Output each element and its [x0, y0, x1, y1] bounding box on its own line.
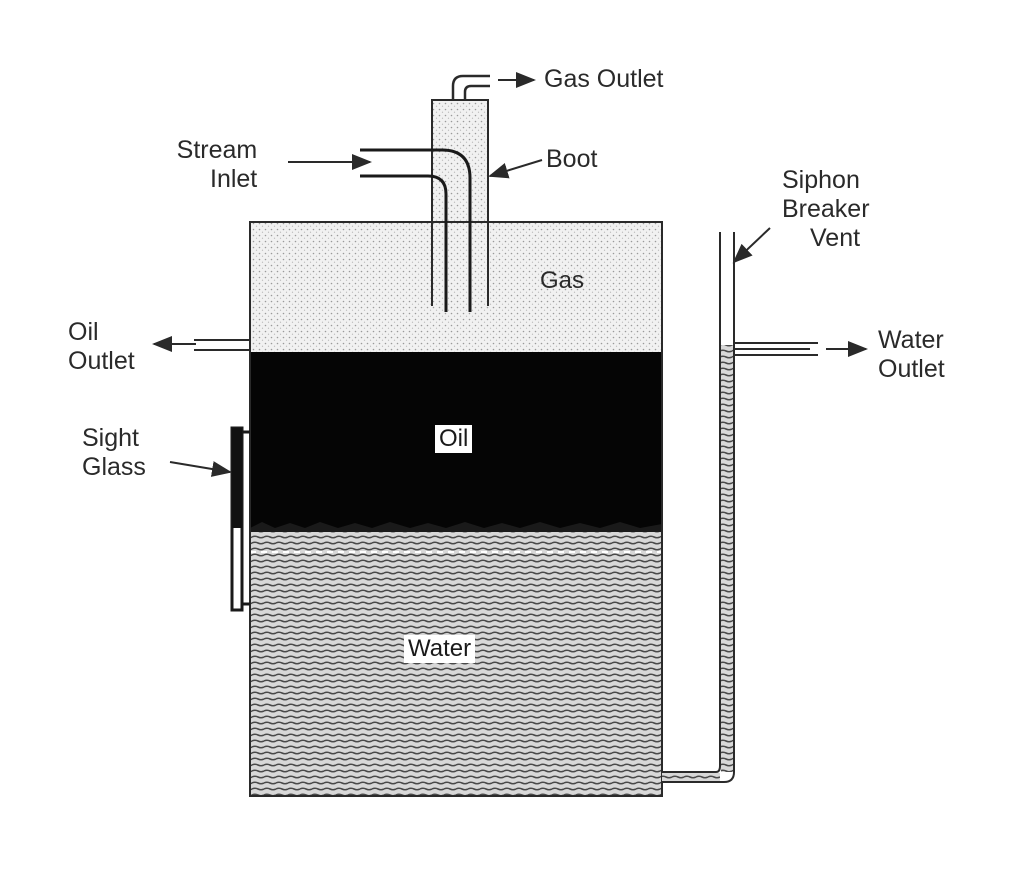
siphon-vent-arrow	[732, 227, 771, 264]
gas-zone	[250, 222, 662, 352]
oil-outlet-label: Oil Outlet	[68, 318, 135, 376]
gas-outlet-pipe	[451, 74, 490, 100]
oil-outlet-pipe	[194, 339, 250, 351]
boot-arrow	[488, 159, 543, 179]
siphon-breaker-vent-label: Siphon Breaker Vent	[782, 166, 870, 253]
stream-inlet-label-line2: Inlet	[210, 165, 258, 193]
stream-inlet-label-line1: Stream	[176, 136, 258, 164]
water-leg-pipe	[662, 232, 735, 783]
stream-inlet-label: Stream Inlet	[172, 136, 258, 194]
sight-glass-arrow	[169, 461, 232, 477]
boot-label: Boot	[546, 145, 598, 173]
sight-glass-label: Sight Glass	[82, 424, 146, 482]
water-zone-label: Water	[404, 635, 476, 663]
water-outlet-pipe	[734, 342, 818, 356]
water-zone	[250, 532, 662, 796]
gas-zone-label: Gas	[540, 267, 585, 294]
siphon-label-line1: Siphon	[782, 166, 860, 194]
oil-outlet-label-line1: Oil	[68, 318, 99, 346]
water-outlet-label: Water Outlet	[878, 326, 945, 384]
gas-outlet-label: Gas Outlet	[544, 65, 664, 93]
oil-outlet-label-line2: Outlet	[68, 347, 135, 375]
siphon-label-line3: Vent	[810, 224, 861, 252]
water-outlet-label-line2: Outlet	[878, 355, 945, 383]
oil-zone-label: Oil	[435, 425, 473, 453]
water-outlet-label-line1: Water	[878, 326, 944, 354]
stream-inlet-pipe	[360, 148, 472, 312]
boot	[431, 99, 489, 223]
siphon-label-line2: Breaker	[782, 195, 870, 223]
sight-glass-label-line2: Glass	[82, 453, 146, 481]
sight-glass-label-line1: Sight	[82, 424, 139, 452]
